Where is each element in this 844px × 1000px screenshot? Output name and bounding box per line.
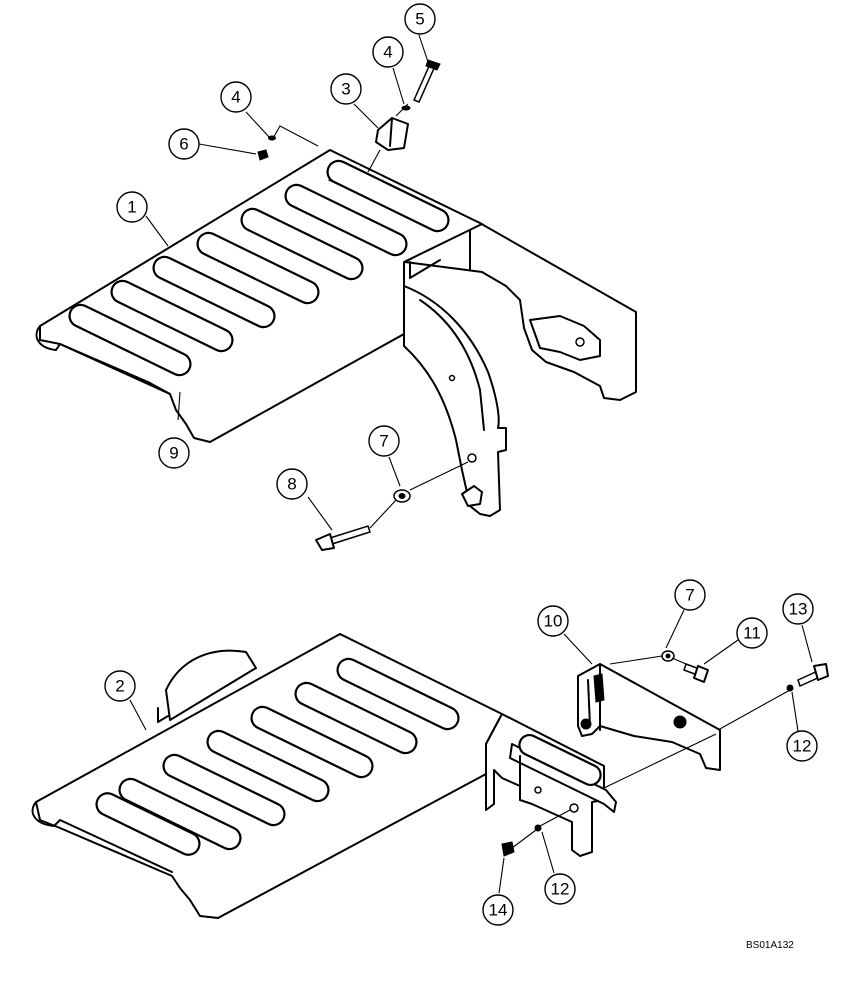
callout-14: 14 bbox=[482, 894, 514, 926]
svg-text:12: 12 bbox=[793, 737, 812, 756]
callout-7-lower: 7 bbox=[674, 579, 706, 611]
svg-text:13: 13 bbox=[789, 600, 808, 619]
svg-text:12: 12 bbox=[551, 880, 570, 899]
callout-11: 11 bbox=[736, 617, 768, 649]
svg-text:3: 3 bbox=[341, 80, 350, 99]
callout-12-bottom: 12 bbox=[544, 873, 576, 905]
callout-6: 6 bbox=[168, 128, 200, 160]
callout-leaders bbox=[129, 34, 813, 894]
callout-4-left: 4 bbox=[220, 81, 252, 113]
svg-text:2: 2 bbox=[115, 677, 124, 696]
tread-slots-lower bbox=[95, 657, 602, 856]
lower-hardware bbox=[501, 650, 829, 857]
drawing-code: BS01A132 bbox=[746, 940, 794, 951]
upper-hardware bbox=[257, 59, 469, 551]
svg-text:6: 6 bbox=[179, 135, 188, 154]
svg-text:8: 8 bbox=[287, 475, 296, 494]
callout-5: 5 bbox=[404, 3, 436, 35]
bracket-10 bbox=[577, 663, 721, 771]
callout-12-right: 12 bbox=[786, 730, 818, 762]
callout-8: 8 bbox=[276, 468, 308, 500]
callout-7-upper: 7 bbox=[368, 425, 400, 457]
svg-text:4: 4 bbox=[231, 88, 240, 107]
callout-10: 10 bbox=[537, 605, 569, 637]
tread-slots-upper bbox=[68, 159, 450, 377]
svg-text:5: 5 bbox=[415, 10, 424, 29]
callout-9: 9 bbox=[158, 437, 190, 469]
callout-4-top: 4 bbox=[372, 36, 404, 68]
svg-text:14: 14 bbox=[489, 901, 508, 920]
svg-text:7: 7 bbox=[685, 586, 694, 605]
callout-1: 1 bbox=[116, 191, 148, 223]
step-upper bbox=[35, 149, 637, 517]
svg-text:7: 7 bbox=[379, 432, 388, 451]
svg-text:9: 9 bbox=[169, 444, 178, 463]
callout-3: 3 bbox=[330, 73, 362, 105]
svg-text:4: 4 bbox=[383, 43, 392, 62]
callout-13: 13 bbox=[782, 593, 814, 625]
step-lower bbox=[31, 633, 617, 919]
svg-text:10: 10 bbox=[544, 612, 563, 631]
svg-text:1: 1 bbox=[127, 198, 136, 217]
callout-2: 2 bbox=[104, 670, 136, 702]
svg-text:11: 11 bbox=[743, 624, 761, 643]
